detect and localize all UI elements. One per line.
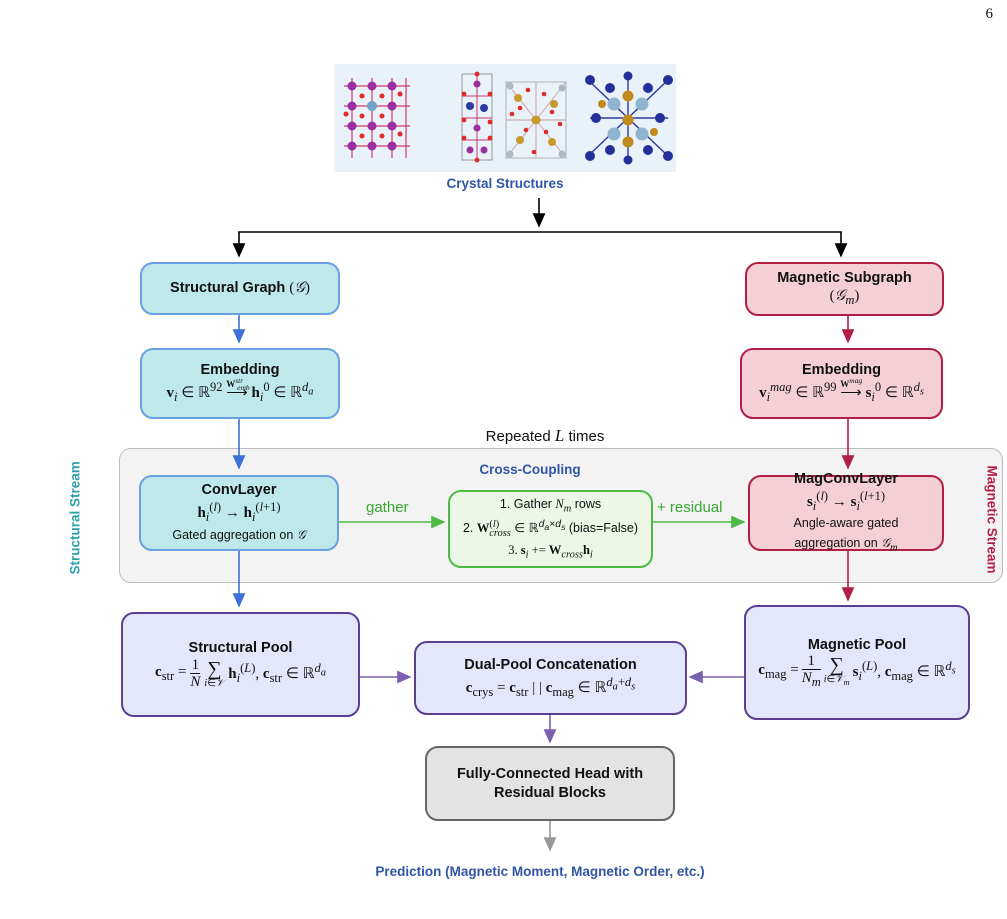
structural-pool-title: Structural Pool: [188, 640, 293, 657]
pool-arrows: [360, 670, 745, 744]
fc-head-title-line2: Residual Blocks: [493, 784, 606, 801]
cross-coupling-node: 1. Gather Nm rows 2. W(l)cross ∈ ℝda×ds …: [448, 490, 653, 568]
convlayer-formula: hi(l) → hi(l+1): [197, 499, 281, 524]
magnetic-embedding-node: Embedding vimag ∈ ℝ99 Wmag⟶ si0 ∈ ℝds: [740, 348, 943, 419]
magnetic-pool-title: Magnetic Pool: [807, 637, 907, 654]
magnetic-subgraph-symbol: (𝒢m): [829, 288, 860, 308]
magnetic-embedding-formula: vimag ∈ ℝ99 Wmag⟶ si0 ∈ ℝds: [759, 376, 924, 405]
page-number: 6: [985, 6, 994, 22]
fc-head-node: Fully-Connected Head with Residual Block…: [425, 746, 675, 821]
magconvlayer-node: MagConvLayer si(l) → si(l+1) Angle-aware…: [748, 471, 944, 553]
magnetic-embedding-title: Embedding: [802, 362, 881, 379]
structural-embedding-formula: vi ∈ ℝ92 Wstremb⟶ hi0 ∈ ℝda: [166, 376, 314, 405]
magnetic-subgraph-node: Magnetic Subgraph (𝒢m): [745, 262, 944, 316]
magconvlayer-title: MagConvLayer: [794, 470, 898, 487]
magconvlayer-description-1: Angle-aware gated: [793, 516, 899, 531]
crystal-structures-image: [334, 64, 676, 172]
magconvlayer-description-2: aggregation on 𝒢m: [794, 535, 898, 554]
fc-head-title-line1: Fully-Connected Head with: [456, 766, 644, 783]
split-arrows: [232, 198, 848, 258]
magnetic-subgraph-title: Magnetic Subgraph: [777, 270, 912, 287]
cross-coupling-step-1: 1. Gather Nm rows: [499, 496, 602, 515]
convlayer-description: Gated aggregation on 𝒢: [172, 528, 306, 543]
cross-coupling-step-2: 2. W(l)cross ∈ ℝda×ds (bias=False): [462, 518, 639, 539]
crystal-structures-caption: Crystal Structures: [446, 176, 564, 191]
dual-pool-title: Dual-Pool Concatenation: [464, 656, 637, 673]
cross-coupling-step-3: 3. si += Wcrosshi: [508, 543, 593, 561]
residual-edge-label: + residual: [657, 499, 723, 516]
cross-coupling-label: Cross-Coupling: [479, 462, 581, 477]
crystal-3-icon: [505, 81, 567, 159]
structural-embedding-node: Embedding vi ∈ ℝ92 Wstremb⟶ hi0 ∈ ℝda: [140, 348, 340, 419]
gather-edge-label: gather: [366, 499, 409, 516]
dual-pool-node: Dual-Pool Concatenation ccrys = cstr | |…: [414, 641, 687, 715]
structural-graph-title: Structural Graph (𝒢): [170, 279, 310, 296]
crystal-1-icon: [343, 78, 410, 158]
prediction-label: Prediction (Magnetic Moment, Magnetic Or…: [375, 864, 705, 879]
convlayer-title: ConvLayer: [201, 481, 277, 498]
crystal-structures-illustration: [343, 71, 673, 165]
magconvlayer-formula: si(l) → si(l+1): [806, 488, 886, 513]
repeat-label: Repeated L times: [485, 426, 605, 445]
structural-embedding-title: Embedding: [200, 362, 280, 379]
crystal-2-icon: [461, 71, 493, 163]
crystal-4-icon: [585, 71, 673, 165]
convlayer-node: ConvLayer hi(l) → hi(l+1) Gated aggregat…: [139, 475, 339, 551]
structural-graph-node: Structural Graph (𝒢): [140, 262, 340, 315]
dual-pool-formula: ccrys = cstr | | cmag ∈ ℝda+ds: [465, 674, 636, 699]
